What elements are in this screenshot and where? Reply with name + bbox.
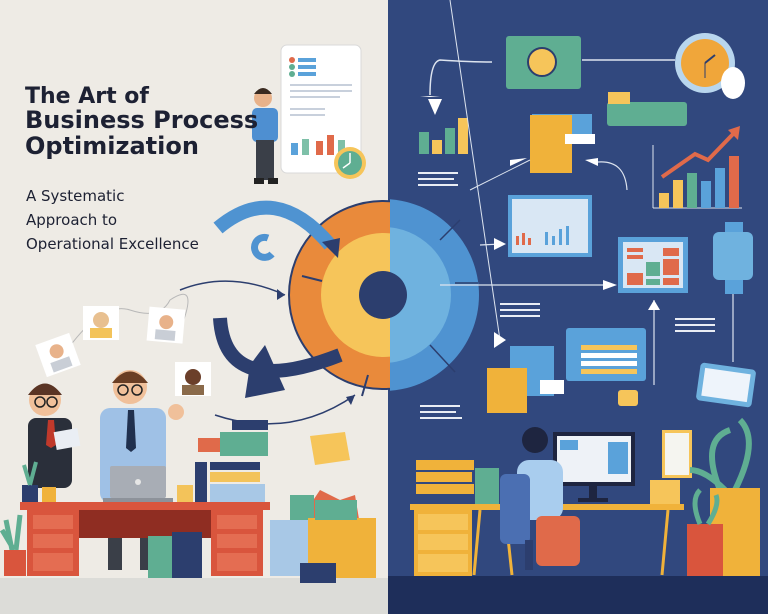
folder-stack <box>510 114 628 191</box>
subtitle-line-3: Operational Excellence <box>26 235 199 253</box>
analytics-dashboard <box>508 195 592 257</box>
title-line-3: Optimization <box>25 131 199 160</box>
laptop <box>103 466 173 502</box>
workflow-gear-block <box>420 36 675 115</box>
growth-chart <box>652 126 742 209</box>
clock-icon <box>334 147 366 179</box>
team-profiles <box>35 293 211 396</box>
left-floor <box>0 578 392 614</box>
refresh-icon <box>251 233 275 261</box>
message-note <box>607 92 687 126</box>
computer-monitor <box>553 432 635 502</box>
subtitle-line-2: Approach to <box>26 211 118 229</box>
text-lines <box>420 303 715 419</box>
kanban-board <box>618 237 688 293</box>
right-floor <box>388 576 768 614</box>
businessman-left <box>28 383 81 488</box>
title-line-1: The Art of <box>25 84 149 109</box>
desk-items-left <box>22 420 268 578</box>
cycle-arc-top <box>213 200 336 250</box>
subtitle-line-1: A Systematic <box>26 187 125 205</box>
plant-right <box>687 417 760 576</box>
subtitle: A Systematic Approach to Operational Exc… <box>26 184 199 256</box>
clipboard-document <box>650 430 692 504</box>
document-folder-right <box>487 346 564 413</box>
form-panel <box>566 328 646 406</box>
title-line-2: Business Process <box>25 106 259 135</box>
office-desk-left <box>20 502 270 576</box>
report-document <box>280 44 362 174</box>
process-wheel <box>288 199 479 397</box>
standing-man <box>252 88 278 184</box>
paper-pile <box>270 432 376 583</box>
worker-right <box>500 427 580 570</box>
smartwatch <box>713 222 753 362</box>
plant-left <box>0 514 26 576</box>
flow-arrows-right <box>440 0 660 385</box>
bar-chart-small <box>418 118 468 186</box>
chart-tablet <box>696 362 756 408</box>
stopwatch-icon <box>675 33 745 99</box>
page-title: The Art of Business Process Optimization <box>25 85 258 159</box>
desk-right <box>410 460 684 576</box>
